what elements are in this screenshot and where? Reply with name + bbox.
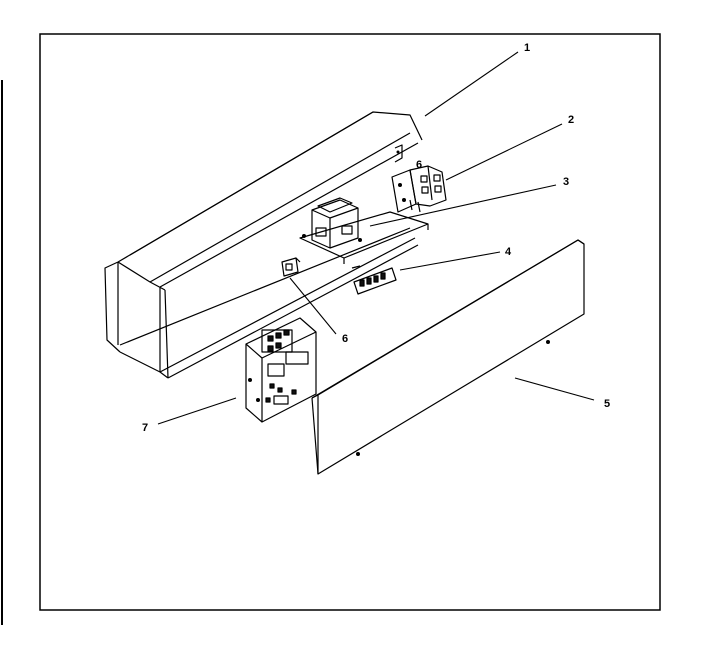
leader-7 bbox=[157, 397, 237, 425]
leader-6 bbox=[289, 277, 337, 335]
front-panel bbox=[311, 239, 585, 475]
callout-4: 4 bbox=[505, 246, 512, 258]
leader-4 bbox=[399, 251, 501, 271]
terminal-strip bbox=[351, 265, 397, 295]
control-panel-housing bbox=[104, 111, 423, 379]
callout-6-switch: 6 bbox=[342, 333, 348, 345]
callout-2: 2 bbox=[568, 114, 574, 126]
small-switch bbox=[281, 257, 301, 277]
callout-7: 7 bbox=[142, 422, 148, 434]
callout-labels: 1 2 3 4 5 6 6 7 bbox=[142, 42, 610, 434]
diagram-border bbox=[39, 33, 661, 611]
callout-6-relay: 6 bbox=[416, 159, 422, 171]
transformer bbox=[299, 197, 429, 264]
control-board bbox=[245, 317, 317, 423]
leader-5 bbox=[514, 377, 595, 401]
leader-2 bbox=[445, 123, 563, 181]
callout-5: 5 bbox=[604, 398, 610, 410]
leader-3 bbox=[369, 184, 557, 227]
leader-1 bbox=[424, 51, 519, 117]
callout-3: 3 bbox=[563, 176, 569, 188]
relay bbox=[391, 165, 447, 213]
leader-lines bbox=[157, 51, 595, 425]
callout-1: 1 bbox=[524, 42, 530, 54]
